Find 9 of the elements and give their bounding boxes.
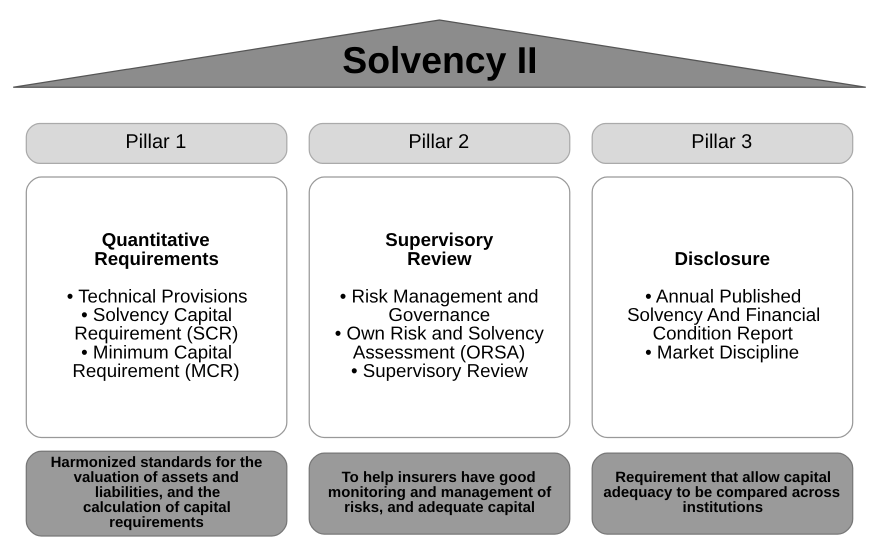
node-box: Pillar 2 bbox=[308, 122, 570, 164]
node-box: Pillar 1 bbox=[26, 122, 288, 164]
node-box: Supervisory Review • Risk Management and Governance • Own Risk and Solvency Assessment (ORSA) • Supervisory Review bbox=[308, 176, 570, 438]
node-box: Disclosure • Annual Published Solvency And Financial Condition Report • Market Discipline bbox=[592, 176, 854, 438]
node-box: Pillar 3 bbox=[592, 122, 854, 164]
node-box: Requirement that allow capital adequacy to be compared across institutions bbox=[592, 452, 854, 534]
node-box: Quantitative Requirements • Technical Provisions • Solvency Capital Requirement (SCR) • Minimum Capital Requirement (MCR) bbox=[26, 176, 288, 438]
node-box: Harmonized standards for the valuation of assets and liabilities, and the calculation of capital requirements bbox=[26, 450, 288, 536]
node-box: To help insurers have good monitoring and management of risks, and adequate capital bbox=[308, 452, 570, 534]
